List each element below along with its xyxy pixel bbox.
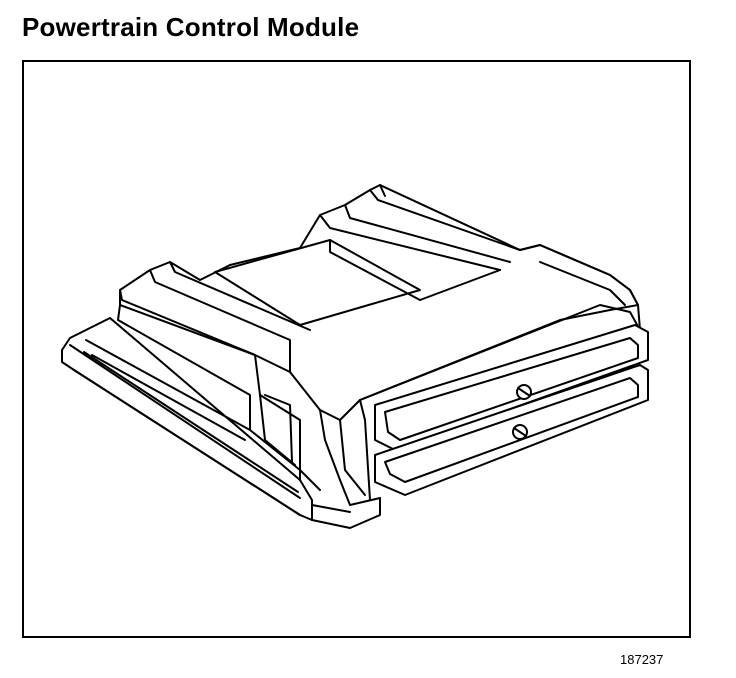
- diagram-title: Powertrain Control Module: [22, 12, 360, 42]
- figure-number: 187237: [620, 652, 664, 667]
- illustration-frame: [22, 60, 691, 638]
- base-flange: [61, 317, 381, 529]
- housing-body: [85, 184, 639, 506]
- connector-lower: [374, 364, 649, 496]
- connector-upper: [374, 324, 649, 451]
